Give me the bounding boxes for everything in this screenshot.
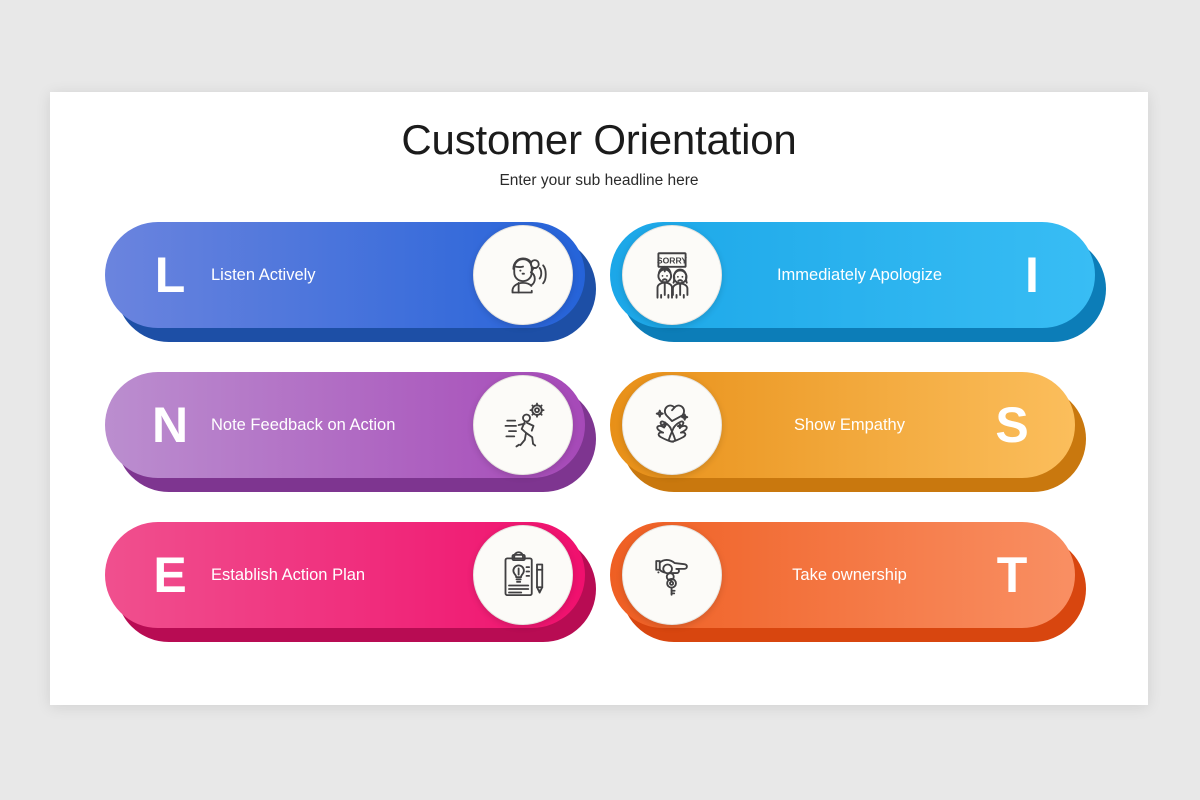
pill-label: Establish Action Plan	[211, 565, 366, 584]
pill-listen-actively[interactable]: L Listen Actively	[105, 222, 596, 342]
pill-label: Show Empathy	[794, 415, 905, 434]
pill-take-ownership[interactable]: Take ownership T	[610, 522, 1086, 642]
pill-immediately-apologize[interactable]: Immediately Apologize I SORRY	[610, 222, 1106, 342]
page-subtitle: Enter your sub headline here	[499, 172, 699, 189]
hand-holding-key-icon	[622, 525, 722, 625]
pill-row: E Establish Action Plan	[50, 510, 1148, 670]
pill-label: Note Feedback on Action	[211, 415, 396, 434]
pill-letter: T	[996, 547, 1028, 603]
pill-row: L Listen Actively	[50, 210, 1148, 370]
pill-letter: N	[151, 397, 189, 453]
sorry-sign-people-icon: SORRY	[622, 225, 722, 325]
person-listening-icon	[473, 225, 573, 325]
pill-grid: L Listen Actively	[50, 210, 1148, 690]
pill-show-empathy[interactable]: Show Empathy S	[610, 372, 1086, 492]
pill-row: N Note Feedback on Action	[50, 360, 1148, 520]
pill-label: Immediately Apologize	[776, 265, 943, 284]
pill-establish-action-plan[interactable]: E Establish Action Plan	[105, 522, 596, 642]
hands-heart-icon	[622, 375, 722, 475]
pill-note-feedback-on-action[interactable]: N Note Feedback on Action	[105, 372, 596, 492]
pill-letter: S	[995, 397, 1029, 453]
pill-label: Take ownership	[792, 565, 907, 584]
clipboard-lightbulb-pencil-icon	[473, 525, 573, 625]
page-title: Customer Orientation	[401, 116, 797, 163]
slide-card: Customer Orientation Enter your sub head…	[50, 92, 1148, 705]
pill-letter: L	[154, 247, 186, 303]
pill-label: Listen Actively	[211, 265, 316, 284]
running-person-gear-icon	[473, 375, 573, 475]
pill-letter: E	[153, 547, 187, 603]
pill-letter: I	[1025, 247, 1039, 303]
sorry-sign-text: SORRY	[657, 256, 688, 266]
